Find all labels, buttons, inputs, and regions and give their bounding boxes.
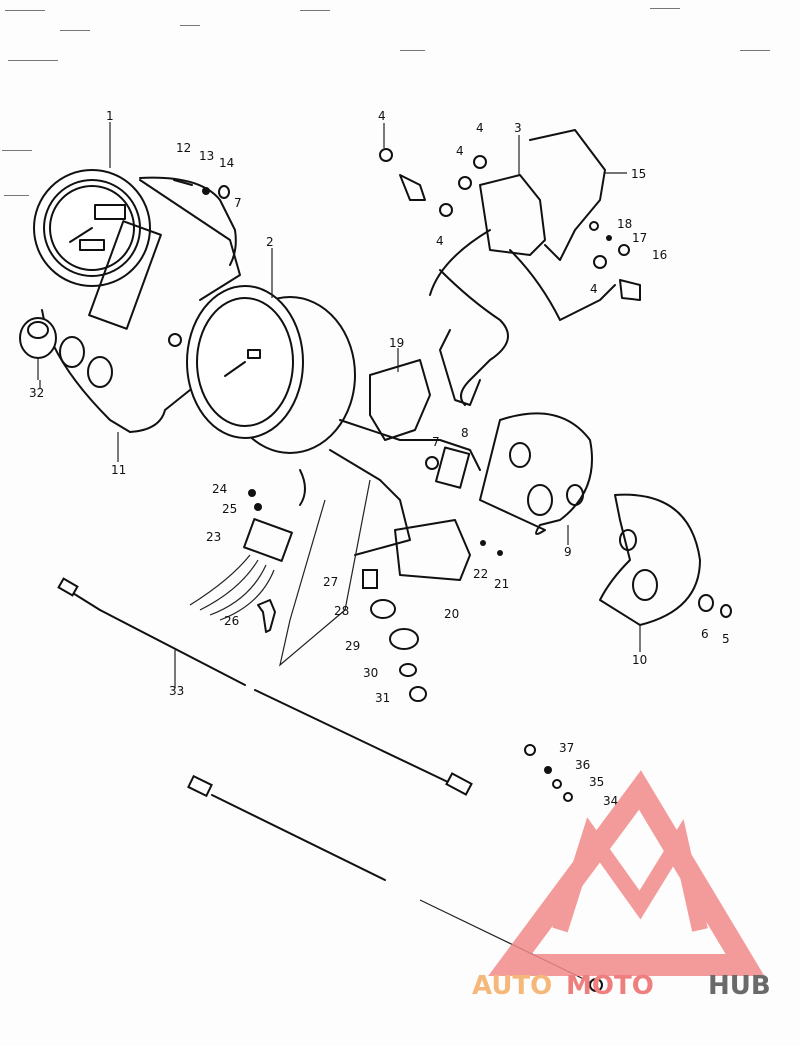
label-17: 17 [632,231,647,245]
scan-noise [2,8,770,196]
meter-housing [41,179,241,433]
triangle-m-logo-icon [488,770,765,976]
label-4c: 4 [456,144,464,158]
meter-bracket [299,359,481,556]
label-13: 13 [199,149,214,163]
mounting-plate [394,519,503,581]
label-27: 27 [323,575,338,589]
label-32: 32 [29,386,44,400]
label-5: 5 [722,632,730,646]
label-14: 14 [219,156,234,170]
label-29: 29 [345,639,360,653]
bolts-5-6 [698,594,732,618]
label-12: 12 [176,141,191,155]
label-4d: 4 [436,234,444,248]
speedometer-cable [57,577,473,796]
watermark-moto: MOTO [566,971,654,1001]
label-11: 11 [111,463,126,477]
label-10: 10 [632,653,647,667]
label-35: 35 [589,775,604,789]
watermark-text: AUTO MOTO HUB [472,971,771,1001]
label-22: 22 [473,567,488,581]
label-34: 34 [603,794,618,808]
headlight-shell-upper [479,412,593,535]
label-6: 6 [701,627,709,641]
watermark-hub: HUB [708,971,771,1001]
part-number-labels: 1 2 3 4 4 4 4 4 5 6 7 7 8 9 10 11 12 13 … [29,109,730,808]
indicator-lamp [19,317,57,380]
label-7a: 7 [234,196,242,210]
label-7b: 7 [432,435,440,449]
tachometer-gauge [186,285,356,454]
label-21: 21 [494,577,509,591]
label-24: 24 [212,482,227,496]
label-1: 1 [106,109,114,123]
label-28: 28 [334,604,349,618]
connector-harness [189,489,293,621]
label-4a: 4 [378,109,386,123]
headlight-shell-lower [599,493,701,626]
label-4b: 4 [476,121,484,135]
socket-assembly [379,129,641,406]
small-screws [173,179,230,199]
label-16: 16 [652,248,667,262]
watermark-auto: AUTO [472,971,552,1001]
side-screws [589,221,630,256]
label-3: 3 [514,121,522,135]
label-15: 15 [631,167,646,181]
label-30: 30 [363,666,378,680]
label-31: 31 [375,691,390,705]
label-18: 18 [617,217,632,231]
label-19: 19 [389,336,404,350]
small-parts-35-37 [524,744,573,802]
label-23: 23 [206,530,221,544]
label-4e: 4 [590,282,598,296]
label-8: 8 [461,426,469,440]
label-36: 36 [575,758,590,772]
label-2: 2 [266,235,274,249]
leader-lines [39,122,641,688]
label-26: 26 [224,614,239,628]
label-37: 37 [559,741,574,755]
label-9: 9 [564,545,572,559]
label-33: 33 [169,684,184,698]
label-20: 20 [444,607,459,621]
label-25: 25 [222,502,237,516]
bolt-and-grommets [257,479,427,702]
